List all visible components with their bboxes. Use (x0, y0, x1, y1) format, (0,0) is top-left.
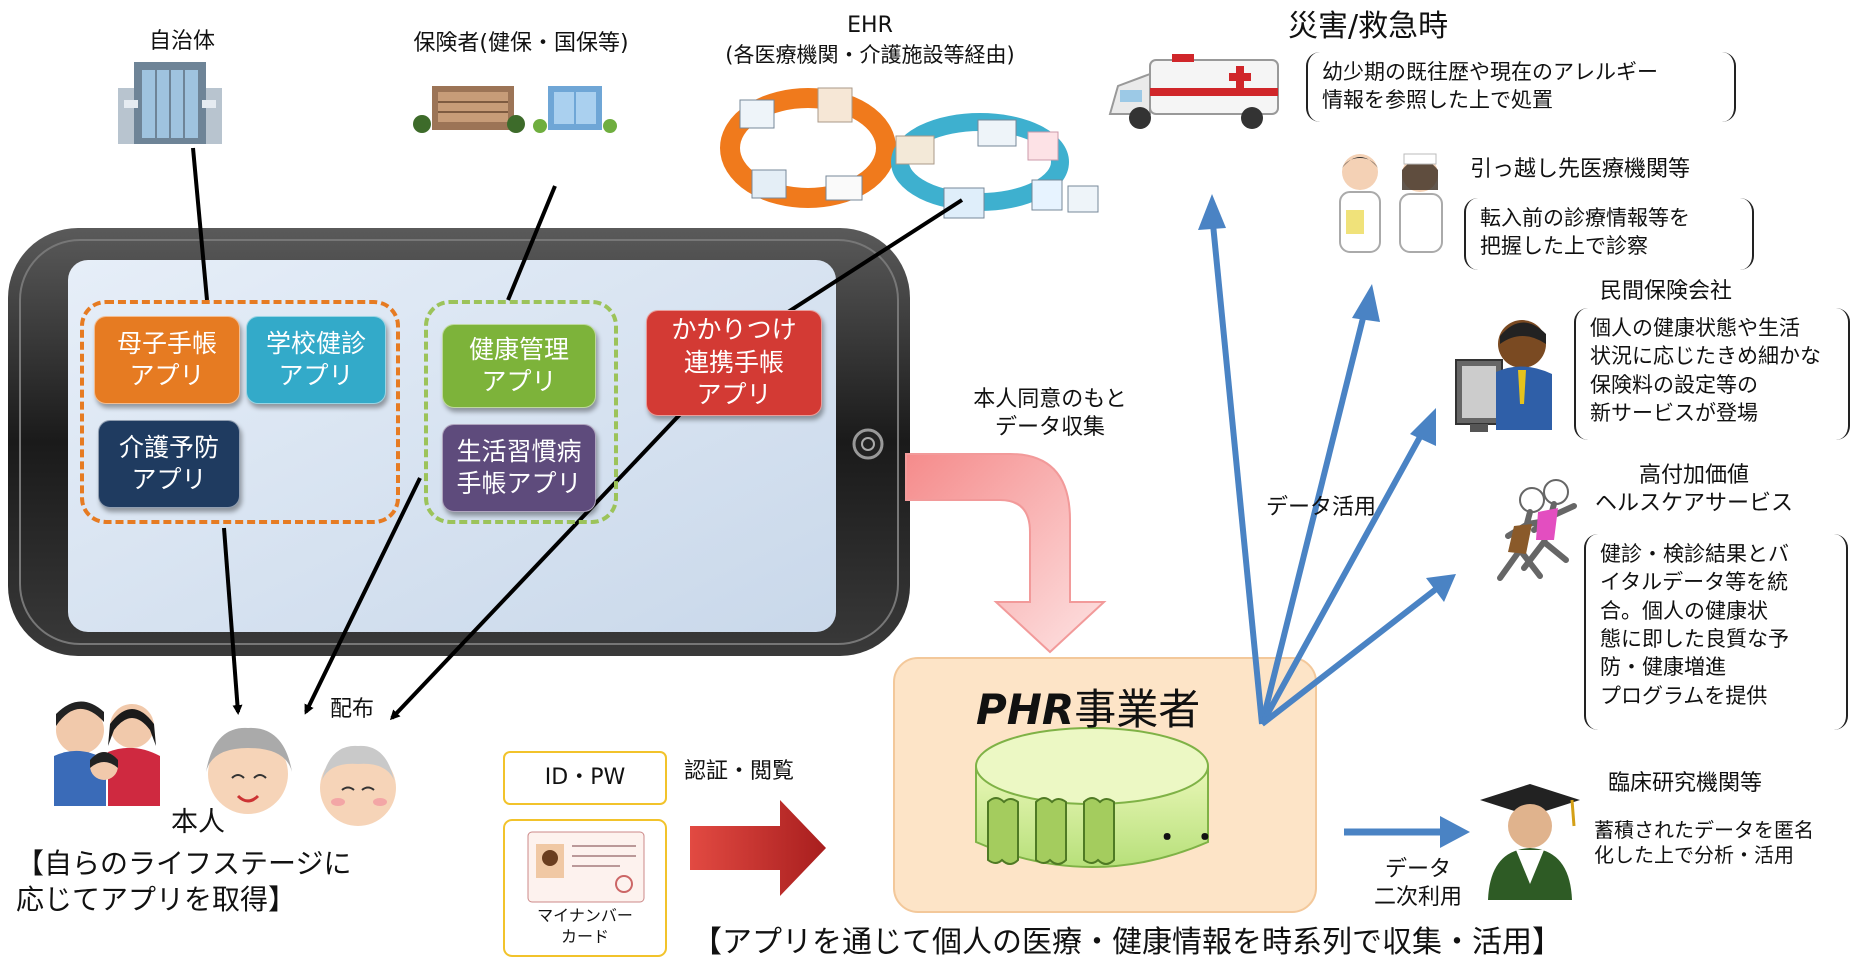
mynumber-card-label: マイナンバー カード (537, 906, 633, 946)
ehr-title: EHR (847, 13, 893, 38)
phr-provider-title: PHR事業者 (976, 676, 1276, 737)
lifestyle-app-group (424, 300, 618, 524)
researcher-icon (1480, 784, 1580, 900)
doctor-nurse-icon (1339, 153, 1443, 253)
municipality-connector (191, 147, 209, 301)
ambulance-icon (1108, 54, 1279, 129)
child-senior-app-group (80, 300, 400, 524)
runners-icon (1497, 479, 1577, 581)
kakaritsuke-app-tile[interactable]: かかりつけ 連携手帳 アプリ (646, 310, 822, 416)
grandmother-icon (206, 727, 292, 814)
research-description: 蓄積されたデータを匿名 化した上で分析・活用 (1594, 818, 1814, 867)
insurer-label: 保険者(健保・国保等) (413, 31, 629, 56)
distribution-arrow-2 (304, 477, 422, 715)
insurer-connector (506, 185, 557, 301)
bottom-caption: 【アプリを通じて個人の医療・健康情報を時系列で収集・活用】 (692, 925, 1562, 960)
municipality-label: 自治体 (148, 29, 215, 54)
maternal-app-label: 母子手帳 アプリ (116, 328, 217, 391)
auth-view-label: 認証・閲覧 (683, 759, 794, 784)
database-dots: ・ ・ (1153, 821, 1219, 854)
id-pw-label: ID・PW (544, 765, 626, 790)
family-icon (54, 701, 160, 806)
insurance-title: 民間保険会社 (1600, 279, 1733, 304)
phr-word: PHR (976, 685, 1075, 734)
insurance-description: 個人の健康状態や生活 状況に応じたきめ細かな 保険料の設定等の 新サービスが登場 (1574, 308, 1850, 440)
ehr-subtitle: (各医療機関・介護施設等経由) (725, 43, 1015, 67)
relocation-title: 引っ越し先医療機関等 (1470, 157, 1691, 182)
relocation-description: 転入前の診療情報等を 把握した上で診察 (1464, 198, 1754, 270)
health-management-app-label: 健康管理 アプリ (468, 334, 569, 397)
distribution-label: 配布 (329, 697, 374, 722)
school-checkup-app-tile[interactable]: 学校健診 アプリ (246, 316, 386, 404)
maternal-app-tile[interactable]: 母子手帳 アプリ (94, 316, 240, 404)
auth-arrow-icon (690, 800, 826, 896)
usage-arrows (1198, 194, 1470, 848)
grandfather-icon (320, 745, 396, 826)
database-icon (975, 727, 1209, 868)
id-pw-box (503, 751, 667, 805)
municipality-building-icon (118, 62, 222, 144)
disaster-description: 幼少期の既往歴や現在のアレルギー 情報を参照した上で処置 (1306, 52, 1736, 122)
home-button-icon (852, 428, 884, 460)
lifestyle-disease-app-label: 生活習慣病 手帳アプリ (456, 436, 582, 499)
kakaritsuke-app-label: かかりつけ 連携手帳 アプリ (671, 315, 797, 410)
collection-label: 本人同意のもと データ収集 (973, 387, 1127, 440)
care-prevention-app-label: 介護予防 アプリ (118, 432, 219, 495)
distribution-arrow-1 (222, 527, 243, 715)
healthcare-description: 健診・検診結果とバ イタルデータ等を統 合。個人の健康状 態に即した良質な予 防… (1584, 534, 1848, 730)
secondary-use-label: データ 二次利用 (1373, 857, 1462, 910)
lifestyle-disease-app-tile[interactable]: 生活習慣病 手帳アプリ (442, 424, 596, 512)
insurer-buildings-icon (413, 86, 617, 133)
ehr-connector (758, 198, 964, 332)
person-caption: 【自らのライフステージに 応じてアプリを取得】 (16, 847, 352, 917)
research-title: 臨床研究機関等 (1608, 771, 1763, 796)
healthcare-title: 高付加価値 ヘルスケアサービス (1594, 463, 1793, 516)
mynumber-card-icon (527, 831, 645, 903)
school-checkup-app-label: 学校健診 アプリ (265, 328, 366, 391)
disaster-title: 災害/救急時 (1288, 9, 1449, 44)
health-management-app-tile[interactable]: 健康管理 アプリ (442, 324, 596, 408)
collection-arrow-icon (905, 453, 1107, 654)
data-usage-label: データ活用 (1265, 495, 1376, 520)
insurance-worker-icon (1455, 320, 1552, 432)
provider-word: 事業者 (1074, 685, 1201, 734)
ehr-network-icon (720, 87, 1099, 219)
self-label: 本人 (171, 807, 225, 838)
care-prevention-app-tile[interactable]: 介護予防 アプリ (98, 420, 240, 508)
